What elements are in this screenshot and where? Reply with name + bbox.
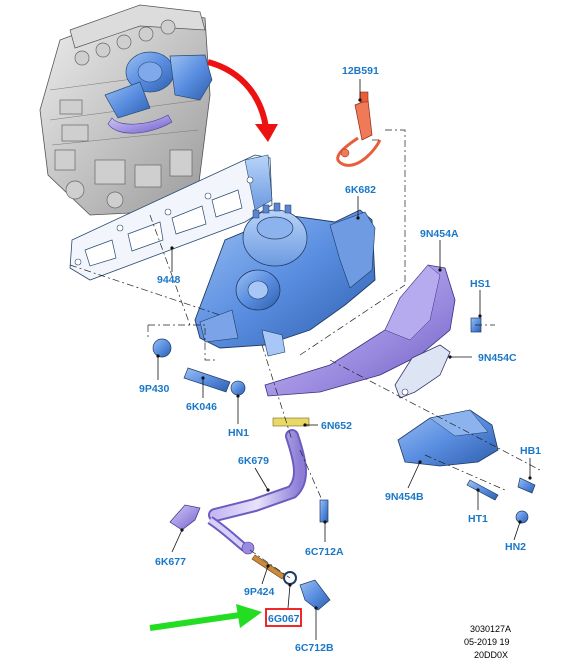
label-6c712a[interactable]: 6C712A xyxy=(305,546,344,558)
nut-hn2 xyxy=(515,510,529,524)
label-9n454a[interactable]: 9N454A xyxy=(420,228,459,240)
sensor-12b591 xyxy=(336,91,382,167)
label-hb1[interactable]: HB1 xyxy=(520,445,541,457)
highlight-box xyxy=(265,608,302,627)
reference-line-1: 3030127A xyxy=(470,624,511,634)
gasket-6n652 xyxy=(272,417,310,427)
label-hn1[interactable]: HN1 xyxy=(228,427,249,439)
reference-line-3: 20DD0X xyxy=(474,650,508,660)
label-hs1[interactable]: HS1 xyxy=(470,278,491,290)
label-9n454c[interactable]: 9N454C xyxy=(478,352,517,364)
stud-ht1 xyxy=(466,479,499,501)
label-9n454b[interactable]: 9N454B xyxy=(385,491,424,503)
alignment-lines xyxy=(69,129,541,579)
label-ht1[interactable]: HT1 xyxy=(468,513,488,525)
elbow-6k677 xyxy=(169,504,201,531)
label-6k046[interactable]: 6K046 xyxy=(186,401,217,413)
turbocharger-6k682 xyxy=(194,202,376,357)
stud-6k046 xyxy=(183,367,231,393)
label-9448[interactable]: 9448 xyxy=(157,274,181,286)
nut-hn1 xyxy=(230,380,246,396)
bracket-9n454c xyxy=(394,344,451,399)
manifold-gasket-9448 xyxy=(69,154,273,281)
pointer-arrowhead xyxy=(236,604,262,628)
label-6n652[interactable]: 6N652 xyxy=(321,420,352,432)
callout-arrow xyxy=(207,59,269,129)
heat-shield-9n454b xyxy=(397,409,499,467)
label-9p430[interactable]: 9P430 xyxy=(139,383,170,395)
bolt-hb1 xyxy=(517,477,536,494)
label-6k677[interactable]: 6K677 xyxy=(155,556,186,568)
bolt-6c712a xyxy=(319,499,329,523)
label-6k682[interactable]: 6K682 xyxy=(345,184,376,196)
pointer-arrow xyxy=(149,612,241,631)
label-hn2[interactable]: HN2 xyxy=(505,541,526,553)
reference-line-2: 05-2019 19 xyxy=(464,637,510,647)
heat-shield-9n454a xyxy=(264,264,456,397)
label-9p424[interactable]: 9P424 xyxy=(244,586,275,598)
leader-lines xyxy=(156,79,532,640)
label-6g067[interactable]: 6G067 xyxy=(268,613,300,625)
callout-arrowhead xyxy=(255,124,278,142)
pipe-6k679 xyxy=(207,429,307,555)
engine-block-illustration xyxy=(39,4,213,216)
reference-code: 3030127A 05-2019 19 20DD0X xyxy=(464,624,511,660)
seal-9p430 xyxy=(152,338,172,358)
part-labels: 12B591 6K682 9448 9N454A HS1 9N454C 9P43… xyxy=(139,65,541,654)
label-12b591[interactable]: 12B591 xyxy=(342,65,379,77)
banjo-bolt-6c712b xyxy=(299,579,331,611)
label-6c712b[interactable]: 6C712B xyxy=(295,642,334,654)
label-6k679[interactable]: 6K679 xyxy=(238,455,269,467)
